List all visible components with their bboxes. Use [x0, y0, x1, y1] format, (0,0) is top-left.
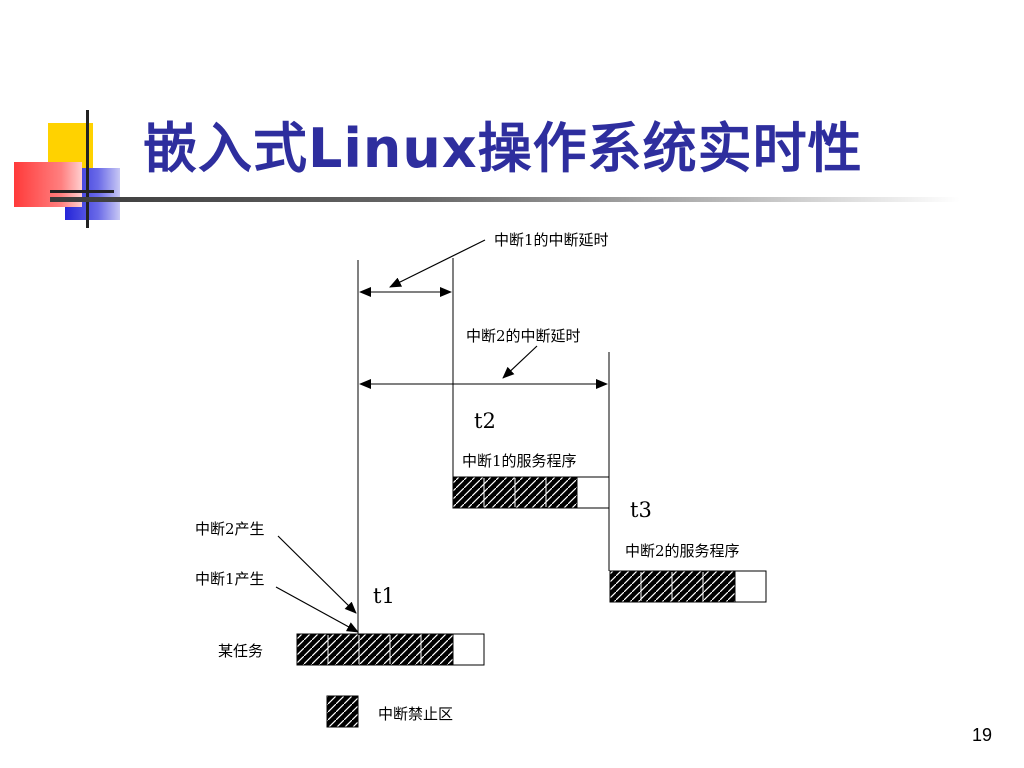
- title-underline: [50, 197, 960, 202]
- irq2-latency-label: 中断2的中断延时: [466, 327, 581, 345]
- irq1-service-enabled-region: [576, 476, 610, 509]
- irq1-latency-label: 中断1的中断延时: [494, 231, 609, 249]
- irq1-service-dividers: [483, 478, 547, 507]
- task-bar-dividers: [327, 635, 422, 664]
- irq2-service-label: 中断2的服务程序: [625, 542, 740, 560]
- irq1-raised-label: 中断1产生: [195, 570, 265, 588]
- irq1-latency-pointer: [389, 239, 486, 288]
- t3-label: t3: [630, 498, 652, 522]
- slide-title: 嵌入式Linux操作系统实时性: [143, 117, 863, 180]
- corner-horizontal-line: [50, 190, 114, 193]
- irq2-raised-pointer: [277, 535, 357, 614]
- t1-label: t1: [373, 584, 395, 608]
- irq1-service-label: 中断1的服务程序: [462, 452, 577, 470]
- t2-label: t2: [474, 409, 496, 433]
- task-enabled-region: [452, 633, 485, 666]
- irq1-raised-pointer: [275, 586, 359, 633]
- task-label: 某任务: [218, 642, 264, 660]
- corner-yellow-square: [48, 123, 93, 168]
- irq2-raised-label: 中断2产生: [195, 520, 265, 538]
- task-disabled-region: [296, 633, 454, 666]
- corner-vertical-line: [86, 110, 89, 228]
- legend-label: 中断禁止区: [378, 705, 454, 723]
- page-number: 19: [971, 725, 992, 745]
- irq2-latency-pointer: [502, 345, 538, 379]
- legend-swatch: [326, 695, 359, 728]
- irq2-service-dividers: [640, 572, 704, 601]
- irq2-service-enabled-region: [734, 570, 767, 603]
